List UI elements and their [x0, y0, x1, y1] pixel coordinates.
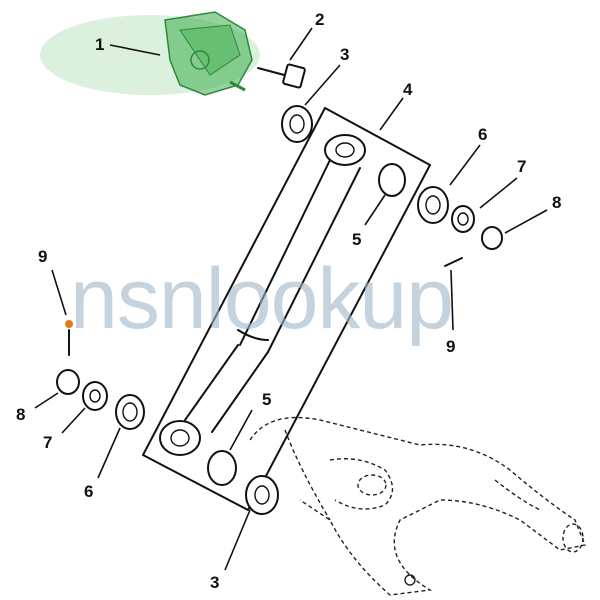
callout-2: 2: [315, 10, 324, 29]
lower-left-hardware: [56, 320, 145, 430]
callout-5-upper: 5: [352, 230, 361, 249]
leader-lines: [34, 27, 548, 571]
callout-7-left: 7: [43, 433, 52, 452]
lower-washer: [245, 475, 279, 515]
upper-right-hardware: [417, 186, 503, 267]
watermark-text: nsnlookup: [70, 251, 453, 347]
callout-7-right: 7: [517, 157, 526, 176]
highlighted-bracket: [40, 11, 260, 96]
callout-1: 1: [95, 35, 104, 54]
axle-outline: [249, 416, 586, 596]
callout-5-lower: 5: [262, 390, 271, 409]
callout-8-left: 8: [16, 405, 25, 424]
callout-labels: 1 2 3 4 6 7 8 5 9 9 8 7 6 5 3: [16, 10, 561, 592]
callout-3-top: 3: [340, 45, 349, 64]
callout-9-right: 9: [446, 337, 455, 356]
callout-6-right: 6: [478, 125, 487, 144]
callout-6-left: 6: [84, 482, 93, 501]
callout-3-bottom: 3: [210, 573, 219, 592]
upper-washer: [281, 105, 313, 143]
callout-9-left: 9: [38, 247, 47, 266]
bolt: [257, 63, 306, 89]
shock-absorber-assembly: [142, 107, 431, 511]
callout-4: 4: [403, 80, 413, 99]
callout-8-right: 8: [552, 193, 561, 212]
